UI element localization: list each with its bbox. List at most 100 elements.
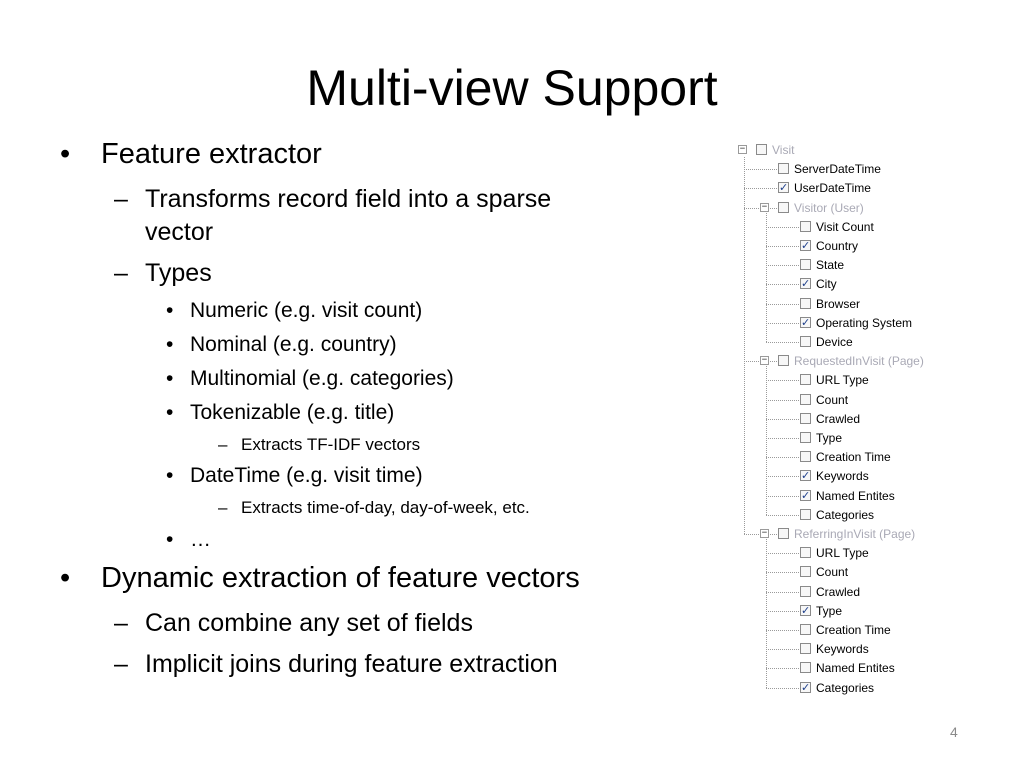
tree-connector: [766, 418, 799, 420]
tree-group-node[interactable]: −RequestedInVisit (Page): [736, 352, 966, 370]
tree-node-label: Creation Time: [816, 450, 891, 465]
tree-field-node[interactable]: Categories: [736, 679, 966, 697]
checkbox-unchecked[interactable]: [800, 412, 811, 424]
tree-field-node[interactable]: Type: [736, 602, 966, 620]
checkbox-checked[interactable]: [800, 275, 811, 293]
tree-connector: [766, 687, 799, 689]
tree-field-node[interactable]: Named Entites: [736, 487, 966, 505]
checkbox-checked[interactable]: [800, 237, 811, 255]
checkbox-checked[interactable]: [800, 314, 811, 332]
tree-field-node[interactable]: Crawled: [736, 410, 966, 428]
tree-field-node[interactable]: Type: [736, 429, 966, 447]
checkbox-unchecked[interactable]: [800, 393, 811, 405]
checkbox-checked[interactable]: [778, 179, 789, 197]
tree-group-node[interactable]: −Visit: [736, 141, 966, 159]
checkbox-unchecked[interactable]: [800, 432, 811, 443]
tree-field-node[interactable]: Visit Count: [736, 218, 966, 236]
slide-title: Multi-view Support: [306, 60, 718, 116]
collapse-icon[interactable]: −: [760, 528, 769, 538]
tree-connector: [766, 380, 799, 382]
tree-connector: [744, 169, 777, 171]
checkbox-unchecked[interactable]: [800, 451, 811, 463]
checkbox-checked[interactable]: [800, 467, 811, 485]
tree-field-node[interactable]: Creation Time: [736, 448, 966, 466]
page-number: 4: [950, 724, 958, 740]
collapse-icon[interactable]: −: [760, 355, 769, 366]
checkbox-unchecked[interactable]: [756, 144, 767, 155]
tree-node-label: Operating System: [816, 315, 913, 330]
tree-connector: [766, 649, 799, 651]
checkbox-checked[interactable]: [800, 487, 811, 505]
tree-field-node[interactable]: URL Type: [736, 371, 966, 389]
bullet-dash: –: [114, 259, 128, 287]
tree-field-node[interactable]: Crawled: [736, 583, 966, 601]
checkbox-unchecked[interactable]: [778, 201, 789, 213]
tree-field-node[interactable]: Named Entites: [736, 659, 966, 677]
tree-node-label: Device: [816, 335, 853, 349]
tree-node-label: Visitor (User): [794, 200, 864, 215]
checkbox-checked[interactable]: [800, 679, 811, 697]
tree-field-node[interactable]: State: [736, 256, 966, 274]
checkbox-unchecked[interactable]: [800, 220, 811, 232]
tree-field-node[interactable]: Keywords: [736, 467, 966, 485]
tree-connector: [766, 265, 799, 267]
tree-node-label: URL Type: [816, 373, 869, 388]
tree-node-label: State: [816, 258, 845, 273]
checkbox-unchecked[interactable]: [800, 336, 811, 347]
tree-field-node[interactable]: UserDateTime: [736, 179, 966, 197]
tree-field-node[interactable]: Keywords: [736, 640, 966, 658]
tree-node-label: Type: [816, 603, 843, 618]
checkbox-unchecked[interactable]: [778, 355, 789, 367]
sub-bullet-combine: – Can combine any set of fields: [114, 609, 473, 638]
tree-node-label: Keywords: [816, 469, 869, 484]
collapse-icon[interactable]: −: [738, 144, 747, 154]
checkbox-unchecked[interactable]: [800, 508, 811, 520]
tree-field-node[interactable]: Operating System: [736, 314, 966, 332]
tree-node-label: Count: [816, 392, 849, 407]
bullet-text: Tokenizable (e.g. title): [190, 401, 395, 424]
bullet-dot: •: [166, 401, 174, 424]
type-numeric: • Numeric (e.g. visit count): [166, 299, 422, 323]
tree-field-node[interactable]: Count: [736, 391, 966, 409]
checkbox-unchecked[interactable]: [800, 374, 811, 386]
tree-field-node[interactable]: City: [736, 275, 966, 293]
checkbox-unchecked[interactable]: [800, 297, 811, 309]
checkbox-unchecked[interactable]: [778, 528, 789, 539]
tree-field-node[interactable]: URL Type: [736, 544, 966, 562]
tree-field-node[interactable]: Categories: [736, 506, 966, 524]
tree-field-node[interactable]: Device: [736, 333, 966, 351]
checkbox-unchecked[interactable]: [800, 566, 811, 578]
bullet-text: Multinomial (e.g. categories): [190, 367, 454, 390]
sub-bullet-types: – Types: [114, 259, 212, 288]
tree-node-label: Crawled: [816, 584, 861, 599]
checkbox-unchecked[interactable]: [800, 259, 811, 271]
tokenizable-detail: – Extracts TF-IDF vectors: [218, 435, 420, 455]
checkbox-unchecked[interactable]: [800, 547, 811, 559]
tree-node-label: Visit Count: [816, 219, 874, 234]
tree-field-node[interactable]: Browser: [736, 295, 966, 313]
tree-field-node[interactable]: Country: [736, 237, 966, 255]
checkbox-unchecked[interactable]: [778, 163, 789, 175]
collapse-icon[interactable]: −: [760, 201, 769, 212]
tree-connector: [766, 457, 799, 459]
sub-bullet-transforms-cont: vector: [145, 218, 214, 246]
tree-field-node[interactable]: Creation Time: [736, 621, 966, 639]
bullet-text: Feature extractor: [101, 138, 322, 170]
tree-group-node[interactable]: −ReferringInVisit (Page): [736, 525, 966, 543]
checkbox-unchecked[interactable]: [800, 585, 811, 597]
checkbox-unchecked[interactable]: [800, 624, 811, 635]
tree-connector: [766, 284, 799, 286]
tree-guide-line: [766, 366, 767, 515]
tree-connector: [766, 303, 799, 305]
bullet-dot: •: [166, 333, 174, 356]
tree-field-node[interactable]: ServerDateTime: [736, 160, 966, 178]
tree-node-label: Named Entites: [816, 488, 895, 503]
tree-group-node[interactable]: − Visitor (User): [736, 199, 966, 217]
tree-node-label: Count: [816, 565, 849, 580]
checkbox-checked[interactable]: [800, 602, 811, 620]
datetime-detail: – Extracts time-of-day, day-of-week, etc…: [218, 498, 530, 518]
tree-field-node[interactable]: Count: [736, 563, 966, 581]
tree-node-label: Type: [816, 431, 843, 445]
checkbox-unchecked[interactable]: [800, 643, 811, 655]
checkbox-unchecked[interactable]: [800, 662, 811, 674]
